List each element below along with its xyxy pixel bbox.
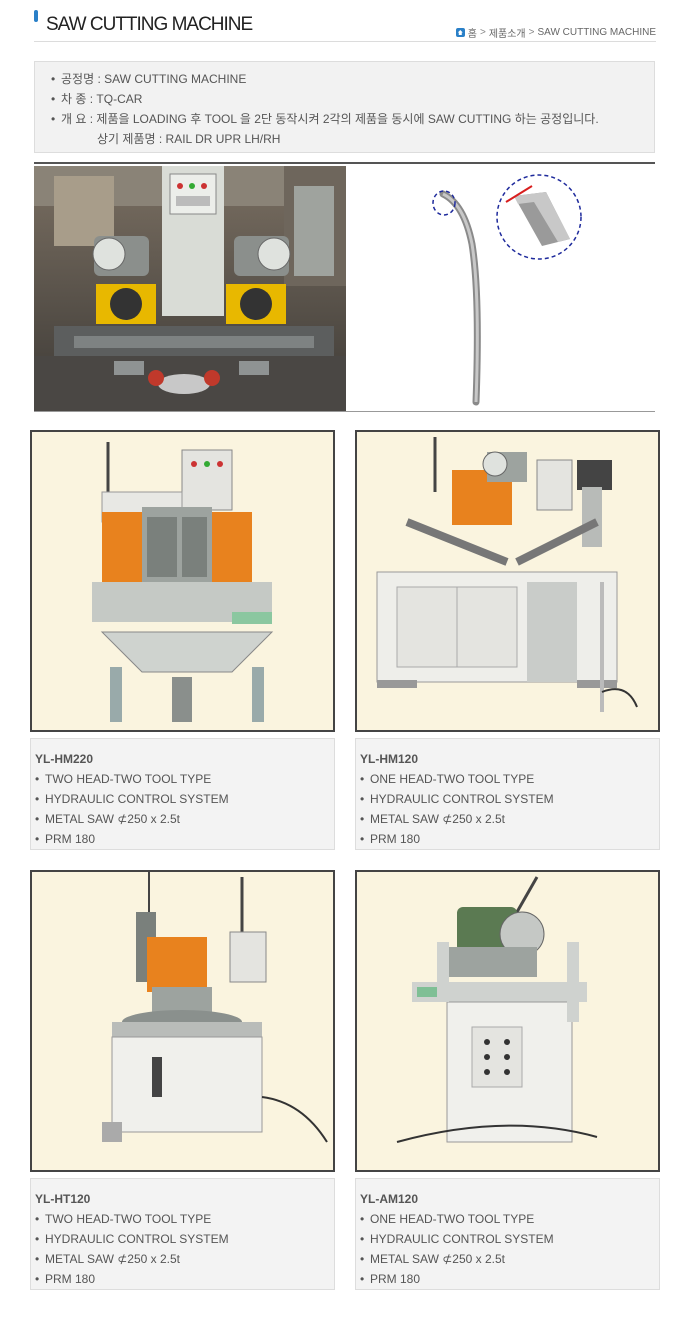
product-photo[interactable]	[355, 430, 660, 732]
breadcrumb-home[interactable]: 홈	[467, 29, 477, 40]
page-header: SAW CUTTING MACHINE 홈 > 제품소개 > SAW CUTTI…	[34, 8, 656, 42]
feature-item: • ONE HEAD-TWO TOOL TYPE	[360, 1209, 659, 1229]
bullet: •	[51, 112, 56, 126]
title-marker	[34, 10, 38, 22]
bullet: •	[35, 1252, 40, 1266]
product-model[interactable]: YL-HT120	[35, 1192, 91, 1206]
feature-text: METAL SAW ⊄250 x 2.5t	[45, 1252, 180, 1266]
breadcrumb-current: SAW CUTTING MACHINE	[537, 27, 656, 38]
feature-item: • HYDRAULIC CONTROL SYSTEM	[35, 789, 334, 809]
process-name-line: • 공정명 : SAW CUTTING MACHINE	[51, 69, 654, 89]
feature-text: HYDRAULIC CONTROL SYSTEM	[370, 1232, 554, 1246]
process-machine-photo	[34, 166, 346, 411]
product-name-line: 상기 제품명 : RAIL DR UPR LH/RH	[97, 132, 281, 146]
bullet: •	[35, 812, 40, 826]
breadcrumb-separator: >	[528, 27, 535, 38]
product-diagram	[346, 164, 655, 411]
breadcrumb-separator: >	[479, 27, 486, 38]
product-model[interactable]: YL-HM220	[35, 752, 94, 766]
bullet: •	[51, 92, 56, 106]
feature-text: METAL SAW ⊄250 x 2.5t	[370, 1252, 505, 1266]
feature-text: HYDRAULIC CONTROL SYSTEM	[45, 1232, 229, 1246]
feature-item: • METAL SAW ⊄250 x 2.5t	[360, 1249, 659, 1269]
bullet: •	[360, 1252, 365, 1266]
product-card: YL-HM120 • ONE HEAD-TWO TOOL TYPE • HYDRAU…	[355, 430, 660, 850]
product-photo[interactable]	[355, 870, 660, 1172]
page-title: SAW CUTTING MACHINE	[46, 14, 253, 35]
breadcrumb-products[interactable]: 제품소개	[488, 29, 526, 40]
feature-text: ONE HEAD-TWO TOOL TYPE	[370, 772, 535, 786]
process-summary: 개 요 : 제품을 LOADING 후 TOOL 을 2단 동작시켜 2각의 제…	[61, 112, 599, 126]
bullet: •	[35, 832, 40, 846]
bullet: •	[35, 1212, 40, 1226]
product-info: YL-HM220 • TWO HEAD-TWO TOOL TYPE • HYDRAU…	[30, 738, 335, 850]
feature-item: • METAL SAW ⊄250 x 2.5t	[360, 809, 659, 829]
feature-item: • ONE HEAD-TWO TOOL TYPE	[360, 769, 659, 789]
feature-item: • METAL SAW ⊄250 x 2.5t	[35, 1249, 334, 1269]
vehicle-line: • 차 종 : TQ-CAR	[51, 89, 654, 109]
product-photo[interactable]	[30, 430, 335, 732]
bullet: •	[51, 72, 56, 86]
product-photo[interactable]	[30, 870, 335, 1172]
feature-item: • PRM 180	[360, 829, 659, 849]
product-card: YL-HT120 • TWO HEAD-TWO TOOL TYPE • HYDRAU…	[30, 870, 335, 1290]
bullet: •	[360, 1272, 365, 1286]
feature-item: • PRM 180	[35, 1269, 334, 1289]
bullet: •	[360, 772, 365, 786]
home-icon[interactable]	[455, 28, 465, 37]
feature-text: PRM 180	[45, 1272, 96, 1286]
summary-line: • 개 요 : 제품을 LOADING 후 TOOL 을 2단 동작시켜 2각의 …	[51, 109, 654, 129]
feature-text: METAL SAW ⊄250 x 2.5t	[45, 812, 180, 826]
process-photo-row	[34, 162, 655, 412]
feature-item: • TWO HEAD-TWO TOOL TYPE	[35, 1209, 334, 1229]
feature-text: METAL SAW ⊄250 x 2.5t	[370, 812, 505, 826]
bullet: •	[360, 1212, 365, 1226]
product-info: YL-AM120 • ONE HEAD-TWO TOOL TYPE • HYDRAU…	[355, 1178, 660, 1290]
product-model[interactable]: YL-AM120	[360, 1192, 419, 1206]
bullet: •	[35, 792, 40, 806]
bullet: •	[360, 812, 365, 826]
feature-text: HYDRAULIC CONTROL SYSTEM	[45, 792, 229, 806]
bullet: •	[35, 772, 40, 786]
product-card: YL-AM120 • ONE HEAD-TWO TOOL TYPE • HYDRAU…	[355, 870, 660, 1290]
bullet: •	[35, 1232, 40, 1246]
product-model[interactable]: YL-HM120	[360, 752, 419, 766]
process-info-box: • 공정명 : SAW CUTTING MACHINE • 차 종 : TQ-CAR…	[34, 61, 655, 153]
feature-text: TWO HEAD-TWO TOOL TYPE	[45, 1212, 212, 1226]
bullet: •	[360, 792, 365, 806]
feature-text: ONE HEAD-TWO TOOL TYPE	[370, 1212, 535, 1226]
feature-text: PRM 180	[370, 1272, 421, 1286]
feature-text: TWO HEAD-TWO TOOL TYPE	[45, 772, 212, 786]
feature-item: • HYDRAULIC CONTROL SYSTEM	[360, 789, 659, 809]
vehicle-type: 차 종 : TQ-CAR	[61, 92, 143, 106]
process-name: 공정명 : SAW CUTTING MACHINE	[61, 72, 247, 86]
feature-item: • HYDRAULIC CONTROL SYSTEM	[360, 1229, 659, 1249]
bullet: •	[35, 1272, 40, 1286]
bullet: •	[360, 832, 365, 846]
feature-item: • PRM 180	[35, 829, 334, 849]
feature-item: • TWO HEAD-TWO TOOL TYPE	[35, 769, 334, 789]
feature-text: PRM 180	[45, 832, 96, 846]
feature-text: HYDRAULIC CONTROL SYSTEM	[370, 792, 554, 806]
feature-item: • METAL SAW ⊄250 x 2.5t	[35, 809, 334, 829]
product-info: YL-HT120 • TWO HEAD-TWO TOOL TYPE • HYDRAU…	[30, 1178, 335, 1290]
feature-text: PRM 180	[370, 832, 421, 846]
product-info: YL-HM120 • ONE HEAD-TWO TOOL TYPE • HYDRAU…	[355, 738, 660, 850]
bullet: •	[360, 1232, 365, 1246]
product-card: YL-HM220 • TWO HEAD-TWO TOOL TYPE • HYDRAU…	[30, 430, 335, 850]
breadcrumb: 홈 > 제품소개 > SAW CUTTING MACHINE	[455, 25, 656, 40]
feature-item: • HYDRAULIC CONTROL SYSTEM	[35, 1229, 334, 1249]
feature-item: • PRM 180	[360, 1269, 659, 1289]
